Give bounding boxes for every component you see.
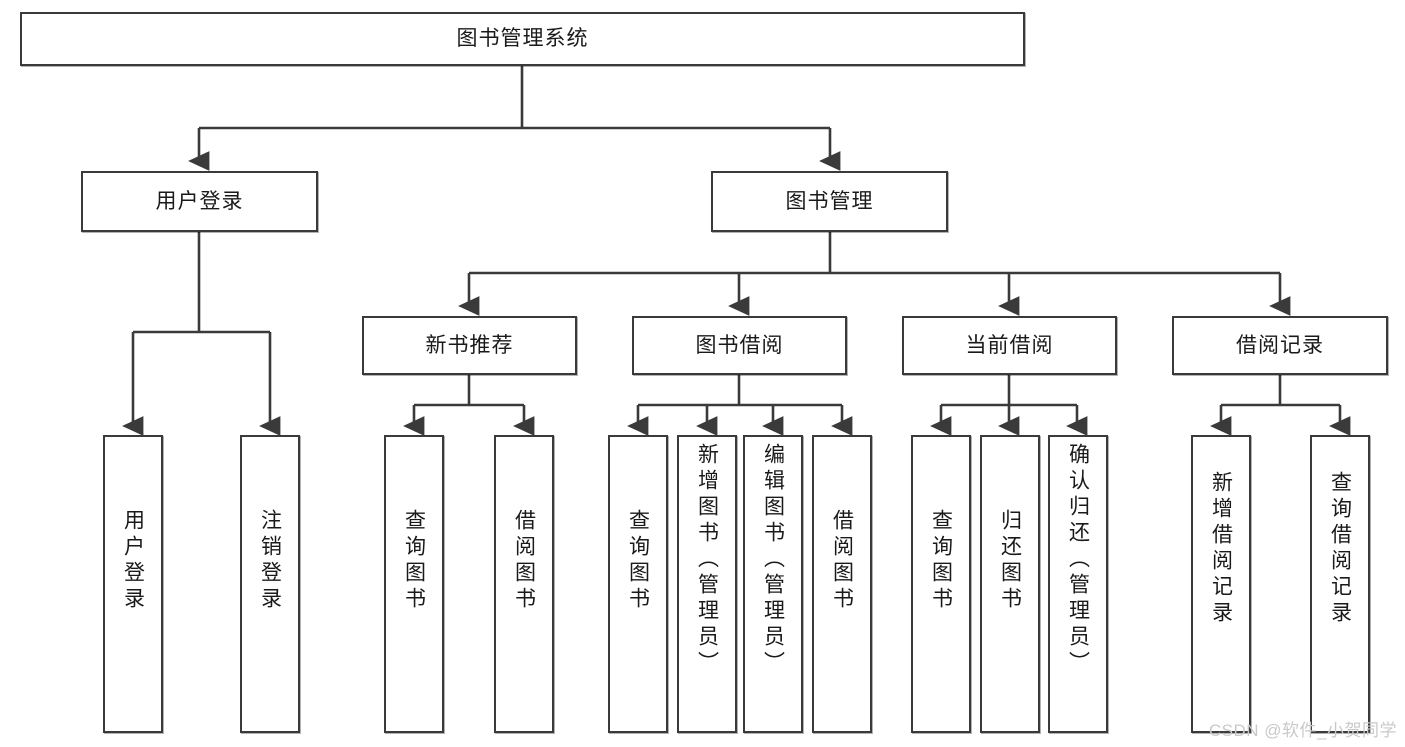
node-label: 借阅记录 xyxy=(1236,333,1324,357)
node-label: 图书管理系统 xyxy=(456,27,589,51)
leaf-current-confirm-return-admin[interactable]: 确认归还（管理员） xyxy=(1048,435,1108,733)
node-label: 借阅图书 xyxy=(830,509,854,613)
node-label: 注销登录 xyxy=(258,509,282,613)
leaf-new-book-borrow-book[interactable]: 借阅图书 xyxy=(494,435,554,733)
node-label: 新书推荐 xyxy=(425,333,514,357)
leaf-borrow-add-book-admin[interactable]: 新增图书（管理员） xyxy=(677,435,737,733)
node-user-login[interactable]: 用户登录 xyxy=(81,171,318,232)
node-label: 确认归还（管理员） xyxy=(1066,443,1090,677)
leaf-borrow-query-book[interactable]: 查询图书 xyxy=(608,435,668,733)
node-book-borrow[interactable]: 图书借阅 xyxy=(632,316,847,375)
leaf-borrow-edit-book-admin[interactable]: 编辑图书（管理员） xyxy=(743,435,803,733)
node-label: 查询图书 xyxy=(402,509,426,613)
leaf-record-add-record[interactable]: 新增借阅记录 xyxy=(1191,435,1251,733)
leaf-current-query-book[interactable]: 查询图书 xyxy=(911,435,971,733)
node-system-root[interactable]: 图书管理系统 xyxy=(20,12,1025,66)
node-label: 借阅图书 xyxy=(512,509,536,613)
node-label: 编辑图书（管理员） xyxy=(761,443,785,677)
leaf-borrow-borrow-book[interactable]: 借阅图书 xyxy=(812,435,872,733)
leaf-user-login-login[interactable]: 用户登录 xyxy=(103,435,163,733)
node-new-book-recommend[interactable]: 新书推荐 xyxy=(362,316,577,375)
node-label: 查询图书 xyxy=(929,509,953,613)
node-book-management[interactable]: 图书管理 xyxy=(711,171,948,232)
node-label: 归还图书 xyxy=(998,509,1022,613)
node-label: 新增图书（管理员） xyxy=(695,443,719,677)
node-label: 新增借阅记录 xyxy=(1209,471,1233,627)
node-label: 用户登录 xyxy=(155,189,244,213)
node-label: 用户登录 xyxy=(121,509,145,613)
node-borrow-record[interactable]: 借阅记录 xyxy=(1172,316,1388,375)
node-label: 查询借阅记录 xyxy=(1328,471,1352,627)
leaf-record-query-record[interactable]: 查询借阅记录 xyxy=(1310,435,1370,733)
node-current-borrow[interactable]: 当前借阅 xyxy=(902,316,1117,375)
node-label: 当前借阅 xyxy=(965,333,1054,357)
node-label: 图书借阅 xyxy=(695,333,784,357)
leaf-current-return-book[interactable]: 归还图书 xyxy=(980,435,1040,733)
leaf-new-book-query-book[interactable]: 查询图书 xyxy=(384,435,444,733)
node-label: 查询图书 xyxy=(626,509,650,613)
leaf-user-login-logout[interactable]: 注销登录 xyxy=(240,435,300,733)
node-label: 图书管理 xyxy=(785,189,874,213)
